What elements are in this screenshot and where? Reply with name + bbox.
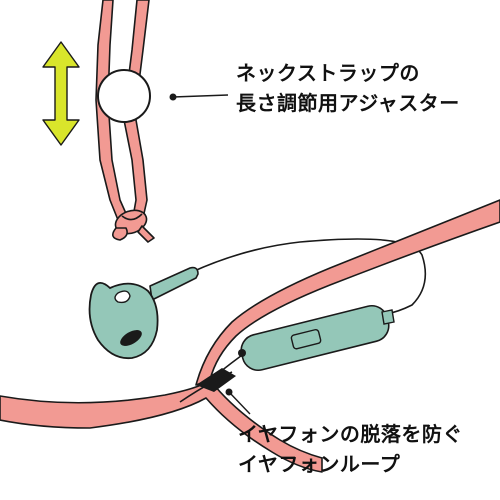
earphone-loop: [0, 199, 500, 473]
knot-crease: [121, 213, 143, 221]
knot-tail: [137, 225, 155, 243]
earbud-grille: [114, 290, 131, 304]
adjuster-label-line1: ネックストラップの: [236, 61, 420, 85]
adjuster-leader-line: [172, 94, 229, 98]
remote-button: [290, 328, 322, 350]
loop-label-line1: イヤフォンの脱落を防ぐ: [238, 422, 463, 446]
loop-fold-crease: [179, 371, 233, 403]
double-arrow-vertical-icon: [42, 41, 80, 146]
earphone-stem: [149, 266, 199, 301]
loop-leader-line: [228, 391, 251, 415]
loop-band-lower: [0, 379, 323, 473]
earbud-vent: [120, 330, 142, 346]
loop-band-upper: [195, 199, 500, 386]
adjuster-ring: [97, 69, 151, 123]
adjuster-label-line2: 長さ調節用アジャスター: [236, 91, 460, 115]
loop-label-line2: イヤフォンループ: [238, 452, 401, 476]
earbud: [88, 281, 159, 360]
remote-end-cap: [381, 309, 395, 325]
knot-loop: [112, 227, 128, 241]
adjuster-callout: ネックストラップの 長さ調節用アジャスター: [236, 58, 460, 118]
loop-callout: イヤフォンの脱落を防ぐ イヤフォンループ: [238, 419, 463, 479]
loop-leader-dot-top: [238, 349, 246, 357]
